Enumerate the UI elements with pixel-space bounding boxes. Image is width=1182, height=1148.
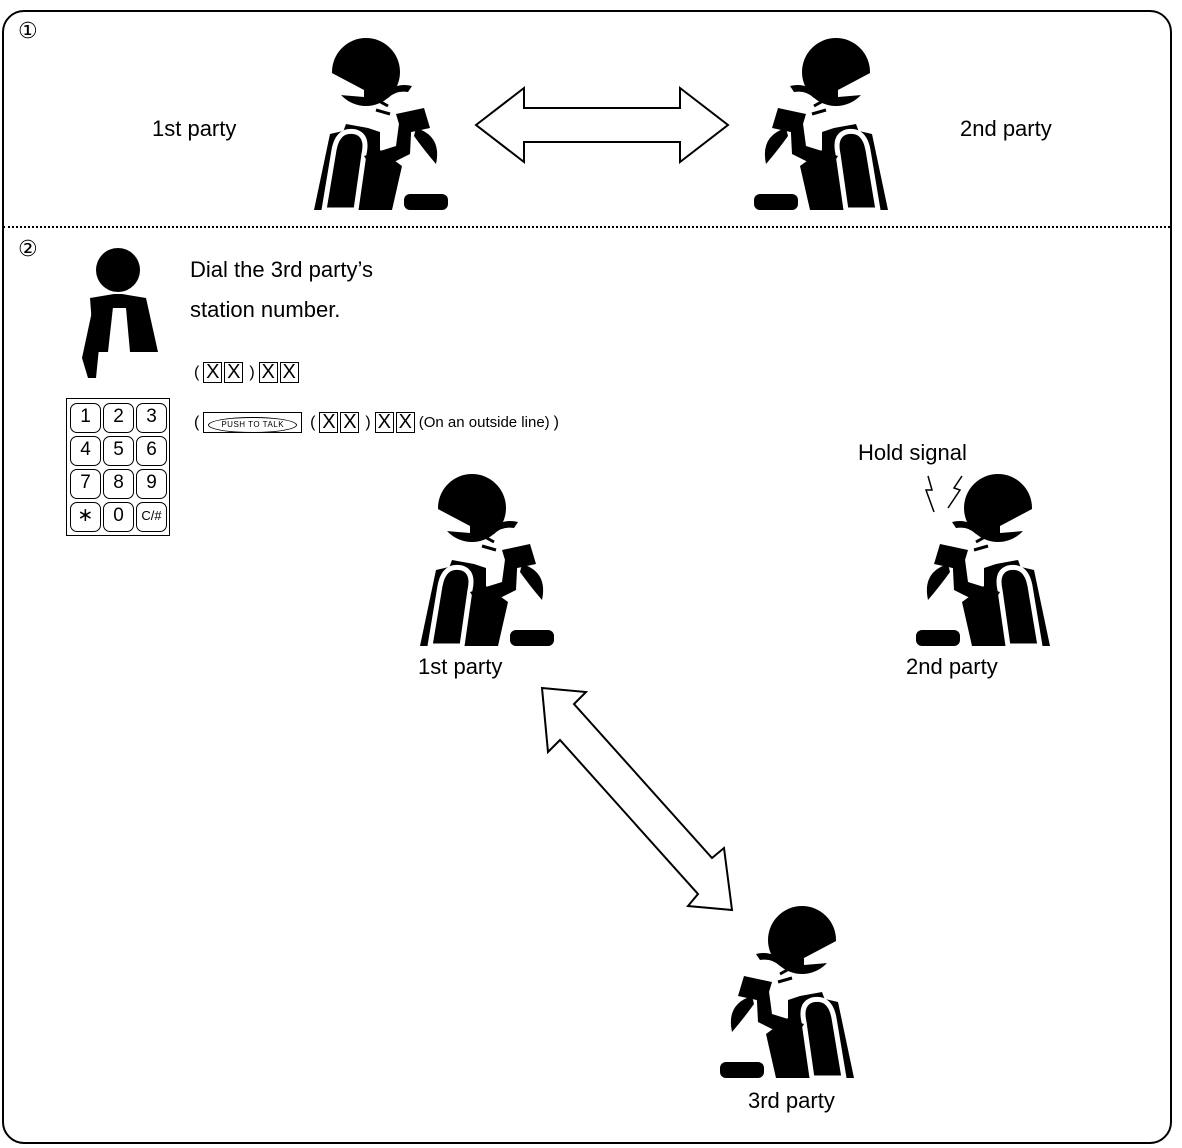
diagram-frame	[2, 10, 1172, 1144]
double-arrow-icon	[472, 84, 732, 166]
digit-box: X	[340, 412, 360, 433]
digit-box: X	[224, 362, 244, 383]
key-0: 0	[103, 502, 134, 532]
digit-box: X	[258, 362, 278, 383]
caller-person-icon	[74, 246, 164, 382]
third-party-label: 3rd party	[748, 1088, 835, 1113]
dial-instruction-line2: station number.	[190, 297, 341, 322]
key-7: 7	[70, 469, 101, 499]
dial-sequence-outside-line: ( PUSH TO TALK ( X X ) X X (On an outsid…	[194, 411, 559, 433]
dial-instruction-line1: Dial the 3rd party’s	[190, 257, 374, 282]
key-6: 6	[136, 436, 167, 466]
hold-signal-icon	[922, 474, 968, 514]
second-party-on-hold-icon	[870, 468, 1080, 648]
dial-sequence-extension: ( X X ) X X	[190, 362, 301, 383]
key-1: 1	[70, 403, 101, 433]
first-party-label: 1st party	[418, 654, 503, 679]
digit-box: X	[319, 412, 339, 433]
step-1-marker: ①	[18, 18, 38, 43]
section1-second-party-label: 2nd party	[960, 116, 1052, 141]
key-2: 2	[103, 403, 134, 433]
section-divider	[3, 226, 1170, 228]
key-4: 4	[70, 436, 101, 466]
diagonal-double-arrow-icon	[528, 682, 746, 918]
key-3: 3	[136, 403, 167, 433]
dial-instruction: Dial the 3rd party’s station number.	[190, 250, 373, 330]
digit-box: X	[279, 362, 299, 383]
hold-signal-label: Hold signal	[858, 440, 967, 465]
key-8: 8	[103, 469, 134, 499]
digit-box: X	[203, 362, 223, 383]
section1-first-party-label: 1st party	[152, 116, 237, 141]
second-party-talking-icon	[748, 32, 918, 212]
key-star: ∗	[70, 502, 101, 532]
key-9: 9	[136, 469, 167, 499]
second-party-label: 2nd party	[906, 654, 998, 679]
push-to-talk-label: PUSH TO TALK	[208, 417, 298, 433]
step-2-marker: ②	[18, 236, 38, 261]
first-party-talking-icon	[284, 32, 454, 212]
digit-box: X	[374, 412, 394, 433]
keypad-icon: 1 2 3 4 5 6 7 8 9 ∗ 0 C/#	[66, 398, 170, 536]
digit-box: X	[395, 412, 415, 433]
first-party-talking-icon-2	[390, 468, 560, 648]
push-to-talk-key: PUSH TO TALK	[203, 412, 303, 433]
key-c-hash: C/#	[136, 502, 167, 532]
third-party-talking-icon	[714, 900, 884, 1080]
outside-line-note: (On an outside line)	[418, 414, 550, 431]
key-5: 5	[103, 436, 134, 466]
